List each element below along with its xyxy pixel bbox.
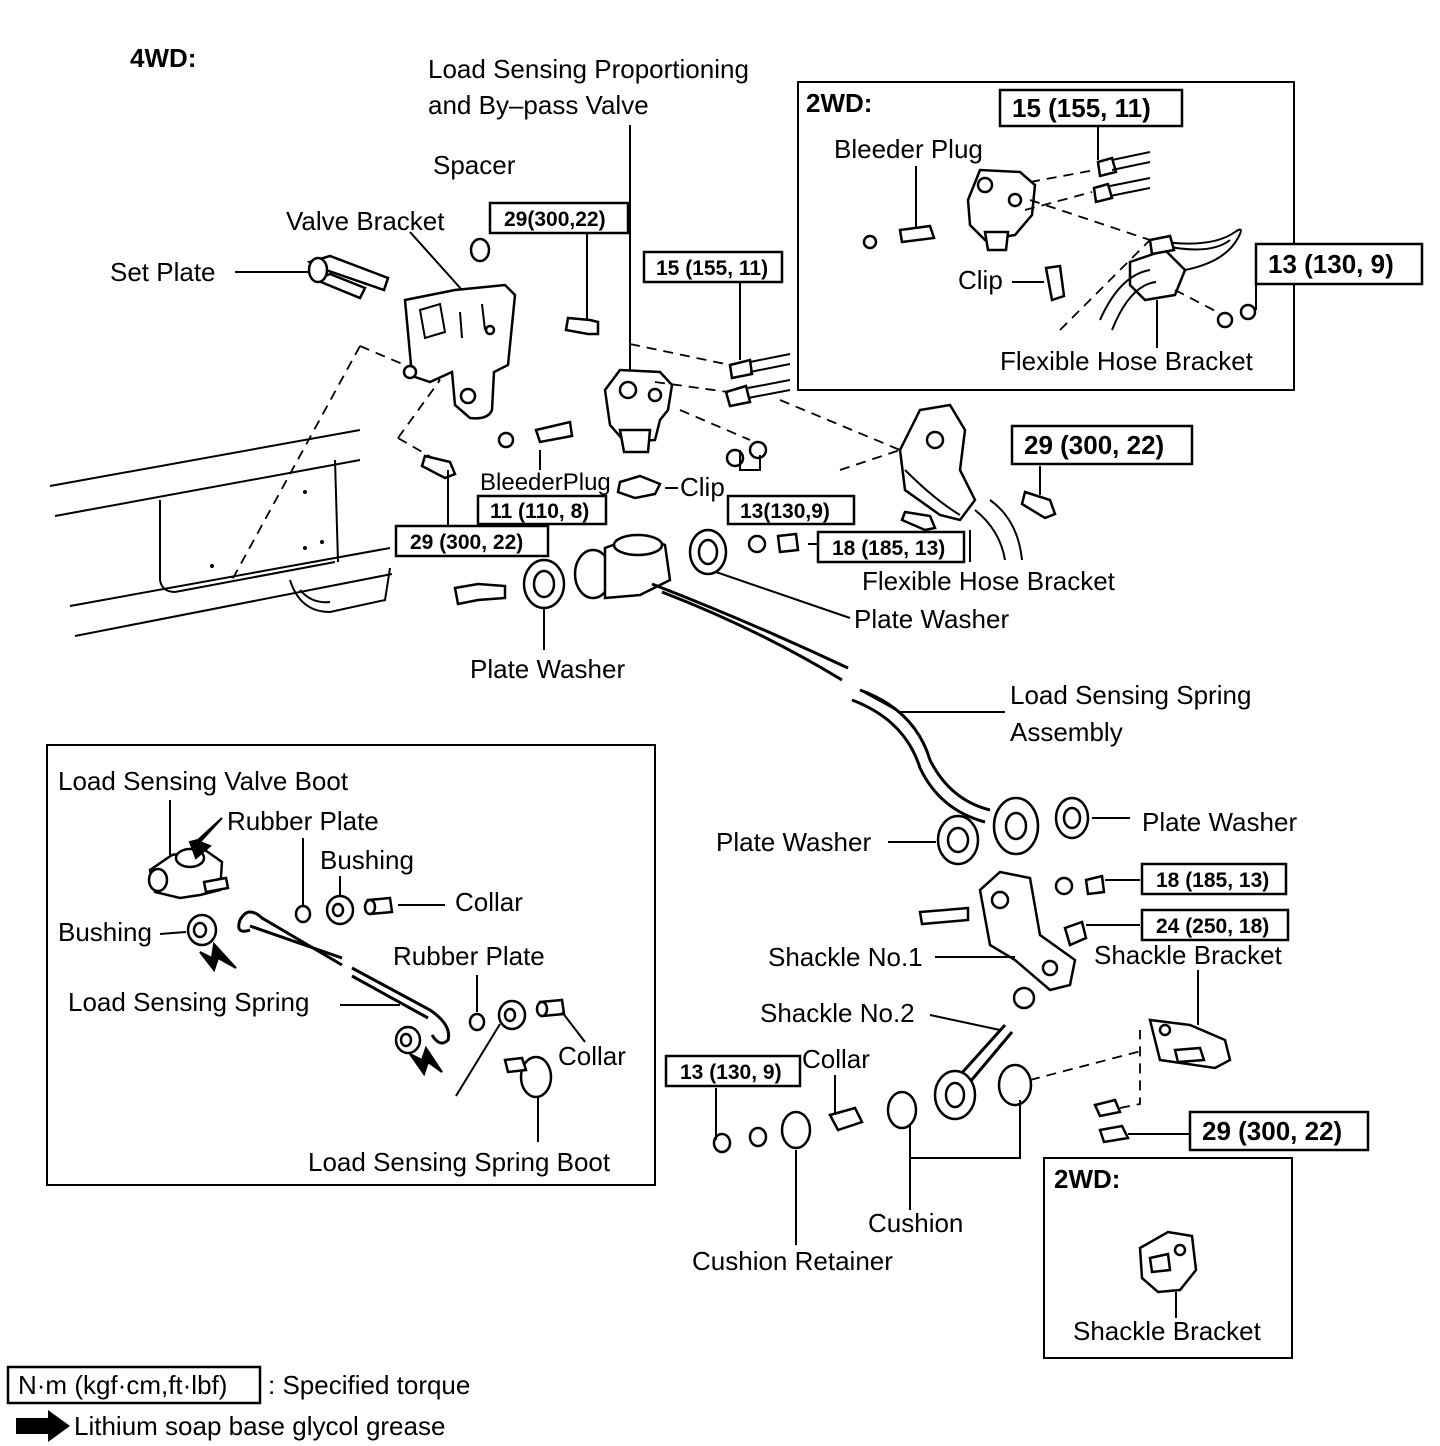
label-flexible-hose-bracket-main: Flexible Hose Bracket [862, 566, 1116, 596]
inset-2wd-bottom: 2WD: Shackle Bracket [1043, 1157, 1293, 1359]
label-shackle-no2: Shackle No.2 [760, 998, 915, 1028]
label-set-plate: Set Plate [110, 257, 216, 287]
label-flexible-hose-bracket-2wd: Flexible Hose Bracket [1000, 346, 1254, 376]
label-bushing-2: Bushing [58, 917, 152, 947]
inset-2wd-top: 2WD: Bleeder Plug Clip Flexible Hose Bra… [797, 81, 1295, 391]
torque-29-right: 29 (300, 22) [1010, 424, 1194, 466]
label-rubber-plate-2: Rubber Plate [393, 941, 545, 971]
ls-spring-rod [651, 582, 991, 824]
label-bushing-1: Bushing [320, 845, 414, 875]
label-plate-washer-3: Plate Washer [1142, 807, 1297, 837]
label-clip-2wd: Clip [958, 265, 1003, 295]
label-cushion-retainer: Cushion Retainer [692, 1246, 893, 1276]
spacer-part [469, 237, 491, 263]
ls-spring-lower-bushing [936, 796, 1090, 866]
label-shackle-bracket-main: Shackle Bracket [1094, 940, 1283, 970]
nut-18-b [776, 532, 800, 554]
label-plate-washer-1: Plate Washer [854, 604, 1009, 634]
torque-18-main: 18 (185, 13) [816, 530, 966, 564]
ls-proportioning-valve [497, 368, 674, 454]
plate-washer-right [688, 528, 728, 576]
label-shackle-bracket-2wd: Shackle Bracket [1073, 1316, 1262, 1346]
svg-text:29(300,22): 29(300,22) [504, 208, 606, 231]
header-2wd-bottom: 2WD: [1054, 1164, 1120, 1194]
grease-arrow-icon [16, 1410, 70, 1442]
bolt-29-top [564, 316, 600, 336]
shackle-no2-part [712, 1023, 1146, 1154]
svg-text:29 (300, 22): 29 (300, 22) [1024, 430, 1164, 460]
brake-line-fittings [629, 343, 791, 441]
svg-text:13(130,9): 13(130,9) [740, 500, 830, 523]
label-ls-spring-assembly-line2: Assembly [1010, 717, 1123, 747]
header-4wd: 4WD: [130, 43, 196, 73]
label-valve-bracket: Valve Bracket [286, 206, 445, 236]
torque-18-shackle: 18 (185, 13) [1140, 862, 1288, 896]
label-collar-main: Collar [802, 1044, 870, 1074]
set-plate-bolts [306, 254, 390, 300]
flexible-hose-bracket-part [779, 399, 1057, 561]
shackle-no1-part [918, 870, 1106, 1010]
svg-text:29 (300, 22): 29 (300, 22) [1202, 1116, 1342, 1146]
legend-grease-desc: Lithium soap base glycol grease [74, 1411, 445, 1441]
torque-13-main: 13(130,9) [726, 494, 856, 526]
label-shackle-no1: Shackle No.1 [768, 942, 923, 972]
svg-text:13 (130, 9): 13 (130, 9) [680, 1061, 782, 1084]
legend: N·m (kgf·cm,ft·lbf) : Specified torque L… [6, 1365, 470, 1442]
torque-13-bottom: 13 (130, 9) [664, 1054, 802, 1088]
label-plate-washer-4: Plate Washer [716, 827, 871, 857]
legend-torque-unit: N·m (kgf·cm,ft·lbf) [18, 1370, 227, 1400]
torque-11: 11 (110, 8) [476, 494, 608, 526]
torque-24: 24 (250, 18) [1140, 908, 1290, 942]
torque-13-2wd: 13 (130, 9) [1254, 242, 1424, 310]
label-clip-main: Clip [680, 472, 725, 502]
clip-main-part [616, 474, 662, 500]
leader-lines-main [235, 125, 1199, 1245]
label-ls-spring-assembly-line1: Load Sensing Spring [1010, 680, 1251, 710]
label-cushion: Cushion [868, 1208, 963, 1238]
label-bleeder-plug-2wd: Bleeder Plug [834, 134, 983, 164]
bolt-lower-left [453, 582, 507, 606]
ls-valve-boot-part [573, 533, 672, 600]
header-2wd-top: 2WD: [806, 88, 872, 118]
label-lsp-bv-line1: Load Sensing Proportioning [428, 54, 749, 84]
frame-rail [49, 345, 451, 637]
bolt-29-left [420, 454, 457, 480]
svg-text:29 (300, 22): 29 (300, 22) [410, 531, 523, 554]
plate-washer-left [522, 558, 566, 610]
shackle-bracket-part [1093, 1018, 1232, 1144]
torque-29-bottom: 29 (300, 22) [1188, 1110, 1370, 1152]
nut-18-a [747, 534, 767, 554]
torque-15-main: 15 (155, 11) [642, 250, 784, 284]
svg-text:11 (110, 8): 11 (110, 8) [490, 500, 589, 523]
label-rubber-plate-1: Rubber Plate [227, 806, 379, 836]
label-spacer: Spacer [433, 150, 516, 180]
label-plate-washer-2: Plate Washer [470, 654, 625, 684]
valve-bracket [402, 283, 517, 420]
svg-text:24 (250, 18): 24 (250, 18) [1156, 915, 1269, 938]
legend-torque-desc: : Specified torque [268, 1370, 470, 1400]
label-ls-spring: Load Sensing Spring [68, 987, 309, 1017]
inset-ls-spring-detail: Load Sensing Valve Boot Rubber Plate Bus… [46, 744, 656, 1186]
torque-29-spacer: 29(300,22) [488, 201, 630, 235]
torque-29-left: 29 (300, 22) [394, 524, 550, 558]
label-collar-2: Collar [558, 1041, 626, 1071]
label-bleeder-plug-main: BleederPlug [480, 469, 611, 496]
nut-13-b [748, 440, 768, 460]
label-ls-valve-boot: Load Sensing Valve Boot [58, 766, 349, 796]
torque-15-2wd: 15 (155, 11) [1012, 93, 1151, 123]
label-lsp-bv-line2: and By–pass Valve [428, 90, 649, 120]
svg-text:13 (130, 9): 13 (130, 9) [1268, 249, 1394, 279]
label-collar-1: Collar [455, 887, 523, 917]
label-ls-spring-boot: Load Sensing Spring Boot [308, 1147, 611, 1177]
svg-text:15 (155, 11): 15 (155, 11) [656, 257, 768, 280]
svg-text:18 (185, 13): 18 (185, 13) [1156, 869, 1269, 892]
svg-text:18 (185, 13): 18 (185, 13) [832, 537, 945, 560]
